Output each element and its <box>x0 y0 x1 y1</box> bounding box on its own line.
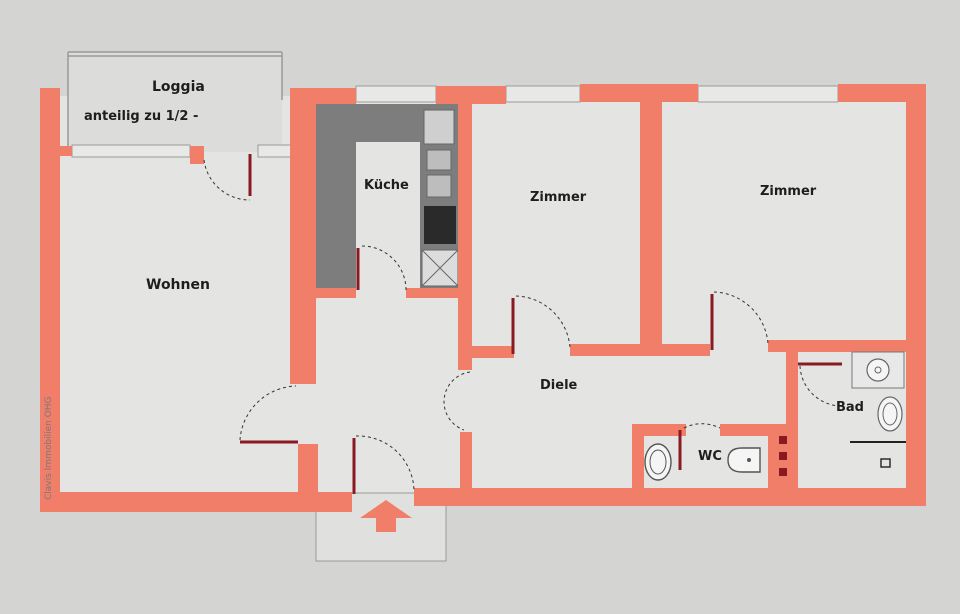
label-loggia: Loggia <box>152 79 205 95</box>
label-zimmer-2: Zimmer <box>760 184 817 199</box>
label-wc: WC <box>698 449 722 464</box>
label-loggia-note: anteilig zu 1/2 - <box>84 109 198 124</box>
label-zimmer-1: Zimmer <box>530 190 587 205</box>
loggia-outline <box>67 51 283 150</box>
floor-loggia <box>68 52 282 152</box>
wc-bath-partition-detail <box>779 436 787 476</box>
label-kueche: Küche <box>364 178 409 193</box>
washbasin-icon <box>866 358 890 382</box>
entrance-arrow-icon <box>360 500 412 532</box>
label-wohnen: Wohnen <box>146 277 210 293</box>
shower-drain-icon <box>880 458 891 468</box>
room-labels: Loggia anteilig zu 1/2 - Küche Zimmer Zi… <box>84 79 864 464</box>
bath-toilet-icon <box>877 396 903 432</box>
kitchen-counter <box>316 104 459 288</box>
wc-fixtures <box>644 443 761 481</box>
wc-toilet-icon <box>727 447 761 473</box>
wc-basin-icon <box>644 443 672 481</box>
walls <box>40 84 926 512</box>
bathroom-fixtures <box>850 351 906 468</box>
doors <box>203 154 842 494</box>
windows <box>71 85 839 158</box>
label-bad: Bad <box>836 400 864 415</box>
label-diele: Diele <box>540 378 578 393</box>
watermark: Clavis Immobilien OHG <box>44 396 54 500</box>
